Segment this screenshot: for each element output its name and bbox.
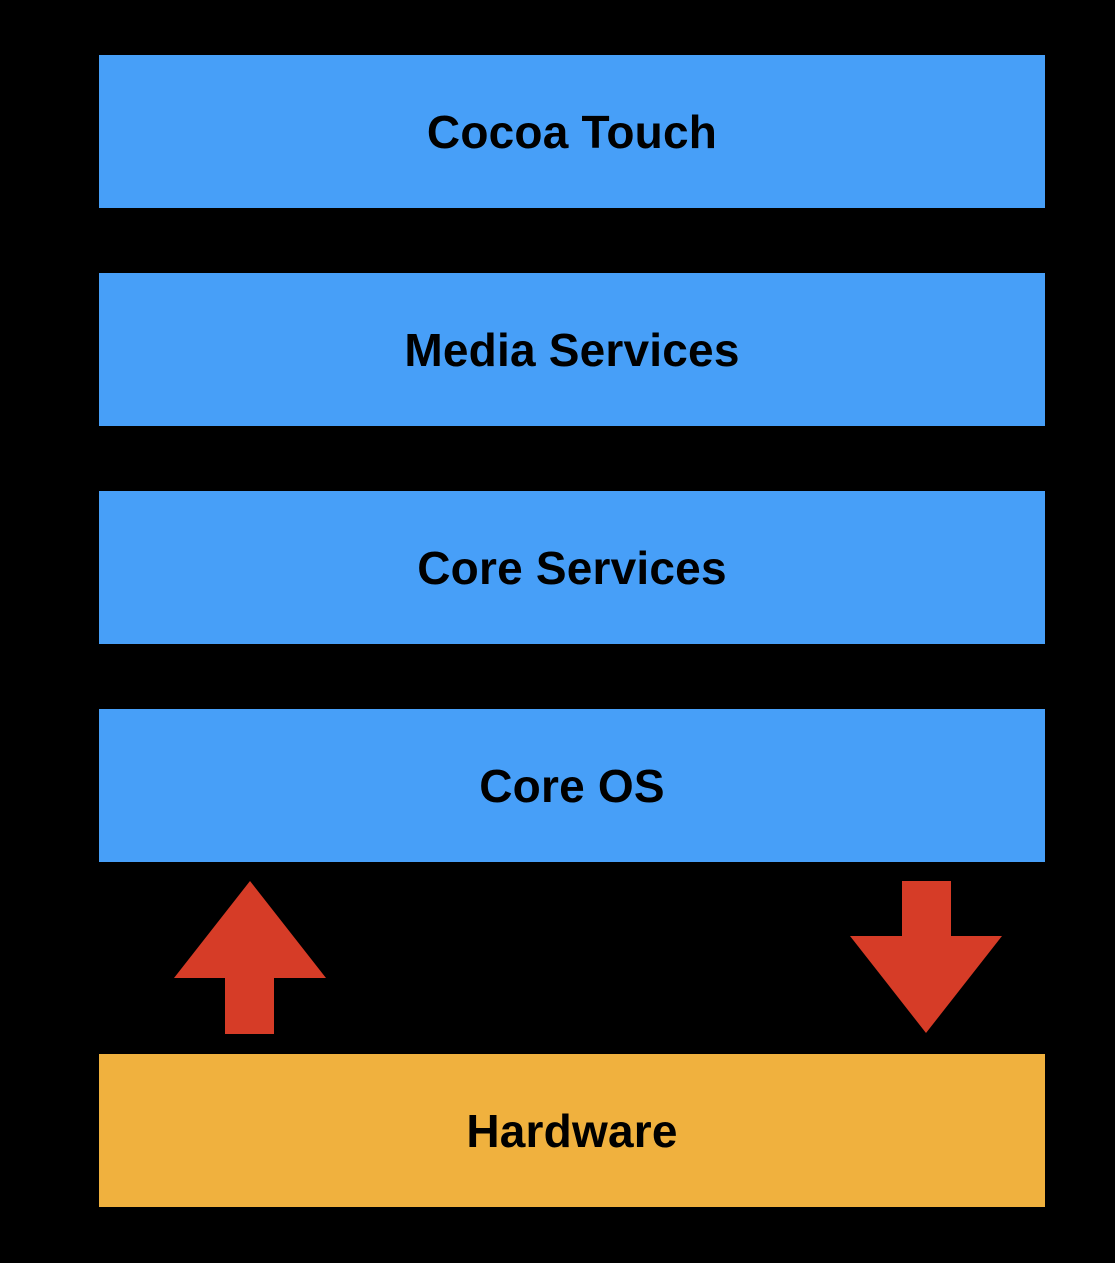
layer-label-hardware: Hardware [466,1104,678,1157]
layer-label-core-os: Core OS [479,759,665,812]
arrow-up-shape [174,881,326,1034]
layer-label-cocoa-touch: Cocoa Touch [426,105,718,158]
layer-core-services: Core Services [99,491,1045,644]
layer-hardware: Hardware [99,1054,1045,1207]
layer-media-services: Media Services [99,273,1045,426]
arrow-down-shape [850,881,1002,1033]
layer-label-media-services: Media Services [404,323,740,376]
arrow-up-icon [174,881,326,1034]
layer-core-os: Core OS [99,709,1045,862]
layer-label-core-services: Core Services [417,541,727,594]
layer-cocoa-touch: Cocoa Touch [99,55,1045,208]
arrow-down-icon [850,881,1002,1033]
